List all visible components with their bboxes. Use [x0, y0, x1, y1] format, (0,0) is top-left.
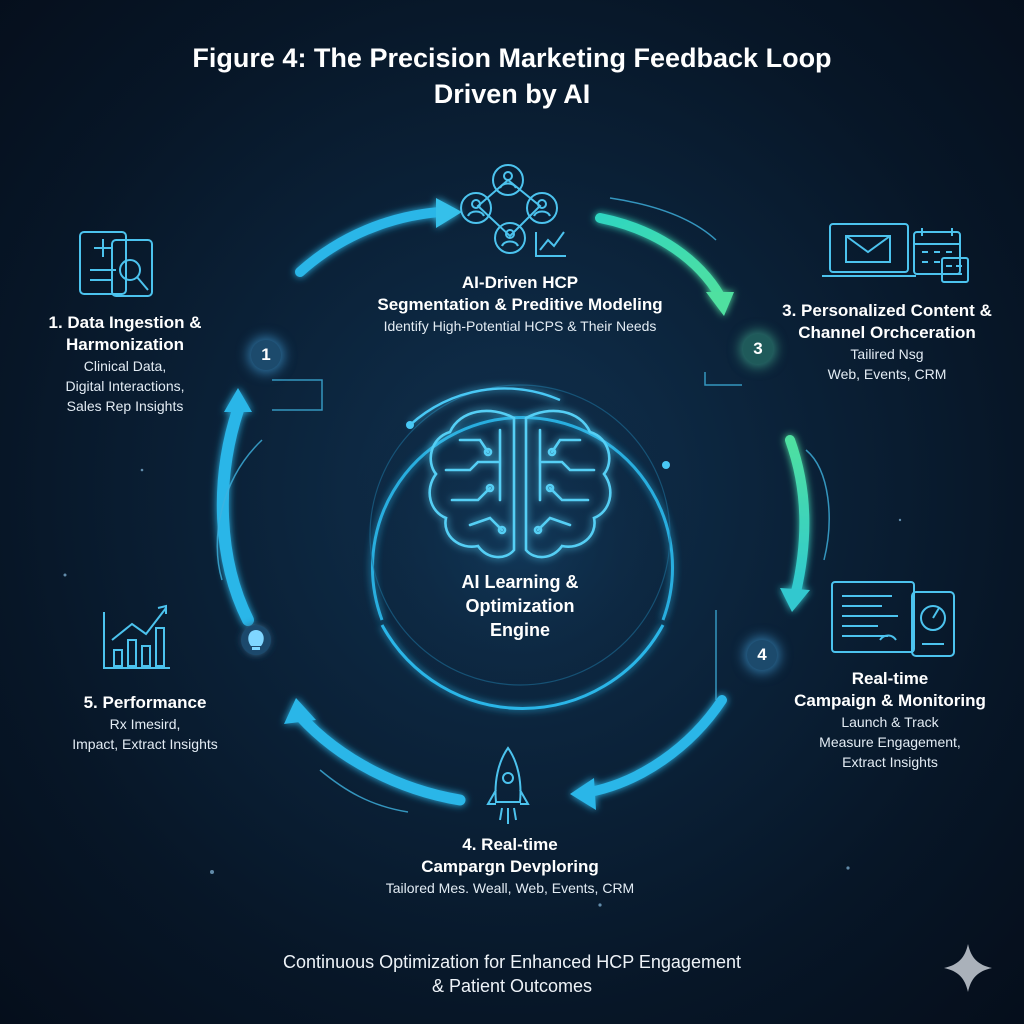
title-line-1: Figure 4: The Precision Marketing Feedba… — [192, 43, 832, 73]
step-1-data-ingestion: 1. Data Ingestion & Harmonization Clinic… — [48, 313, 202, 414]
bar-chart-growth-icon — [103, 604, 170, 669]
step-5-performance: 5. Performance Rx Imesird, Impact, Extra… — [72, 693, 218, 752]
arrow-right-down — [785, 435, 810, 597]
arrow-top-right — [595, 213, 725, 301]
step-1-number-badge: 1 — [251, 340, 281, 370]
step-3-number-badge: 3 — [743, 334, 773, 364]
brain-icon — [428, 409, 612, 559]
step-4-number-badge: 4 — [747, 640, 777, 670]
step-campaign-deploying: 4. Real-time Campargn Devploring Tailore… — [385, 835, 635, 896]
step-3-personalized-content: 3. Personalized Content & Channel Orchce… — [782, 301, 992, 382]
center-engine-label: AI Learning & Optimization Engine — [461, 572, 579, 640]
rocket-icon — [486, 746, 530, 824]
title-line-2: Driven by AI — [433, 79, 591, 109]
lightbulb-icon — [241, 625, 271, 655]
arrow-top-left — [295, 207, 445, 277]
arrow-bottom-left — [294, 710, 466, 806]
center-ring — [369, 384, 674, 710]
arrow-left-up — [216, 404, 254, 626]
footer-caption: Continuous Optimization for Enhanced HCP… — [283, 952, 741, 996]
clipboard-search-icon — [79, 231, 153, 297]
figure-title: Figure 4: The Precision Marketing Feedba… — [0, 40, 1024, 112]
step-4-monitoring: Real-time Campaign & Monitoring Launch &… — [794, 669, 986, 770]
network-users-icon — [460, 164, 566, 257]
sparkle-icon — [944, 944, 992, 992]
step-2-segmentation: AI-Driven HCP Segmentation & Preditive M… — [377, 273, 663, 334]
email-calendar-icon — [822, 223, 969, 283]
arrow-bottom-right — [585, 695, 727, 797]
dashboard-gauge-icon — [831, 581, 955, 657]
